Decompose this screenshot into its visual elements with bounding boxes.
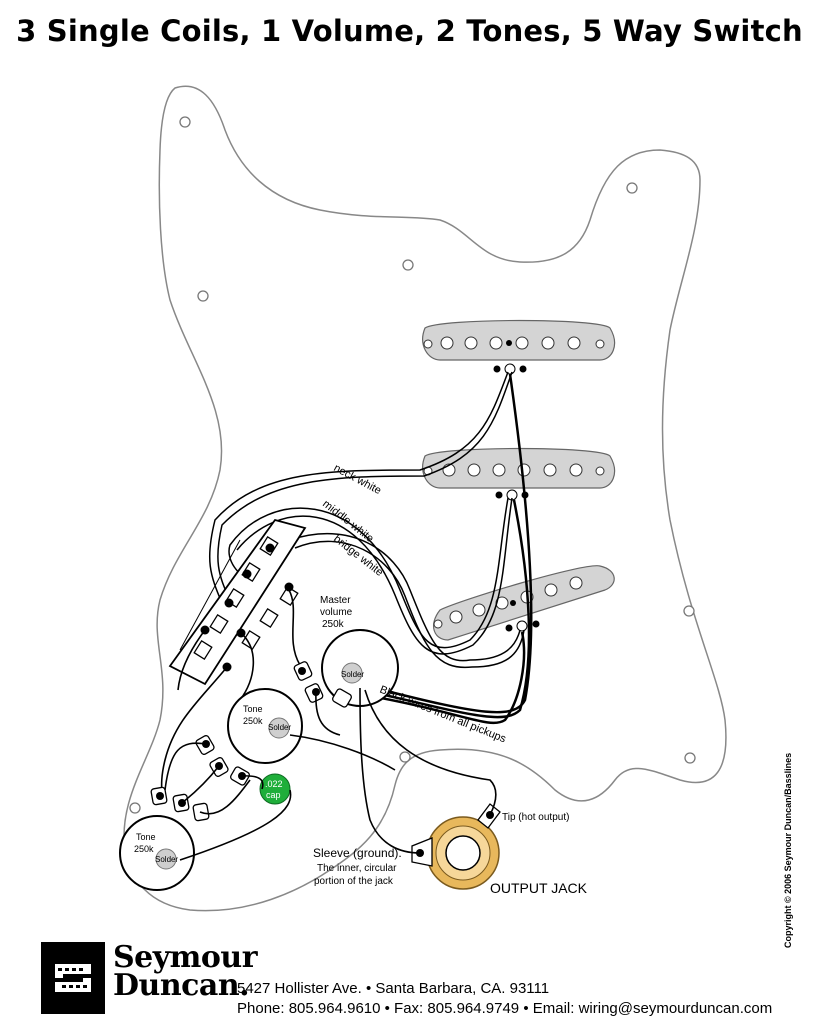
master-volume-label-3: 250k bbox=[322, 619, 345, 630]
pickguard-outline bbox=[123, 85, 727, 912]
tone1-solder-label: Solder bbox=[268, 723, 291, 732]
tone-pot-2 bbox=[119, 786, 210, 891]
tone2-solder-label: Solder bbox=[155, 855, 178, 864]
sleeve-label-3: portion of the jack bbox=[314, 876, 394, 887]
screw-hole bbox=[683, 605, 695, 617]
screw-hole bbox=[179, 116, 191, 128]
pickup-bridge bbox=[432, 565, 615, 641]
tip-label: Tip (hot output) bbox=[502, 812, 569, 823]
diagram-title: 3 Single Coils, 1 Volume, 2 Tones, 5 Way… bbox=[16, 14, 803, 48]
five-way-switch bbox=[168, 518, 307, 686]
tone1-label-1: Tone bbox=[243, 704, 263, 714]
tone-capacitor bbox=[259, 773, 291, 805]
output-jack-label: OUTPUT JACK bbox=[490, 880, 588, 896]
sleeve-label-2: The inner, circular bbox=[317, 863, 397, 874]
master-volume-label-2: volume bbox=[320, 607, 353, 618]
contact-line[interactable]: Phone: 805.964.9610 • Fax: 805.964.9749 … bbox=[237, 1000, 773, 1017]
brand-name-line1: Seymour bbox=[113, 940, 258, 975]
pot-wires bbox=[164, 687, 497, 861]
copyright-text: Copyright © 2006 Seymour Duncan/Bassline… bbox=[783, 752, 793, 948]
s-logo-icon bbox=[49, 954, 97, 1002]
screw-hole bbox=[197, 290, 209, 302]
screw-holes bbox=[129, 116, 696, 814]
sleeve-label-1: Sleeve (ground). bbox=[313, 846, 402, 860]
brand-name-line2: Duncan. bbox=[113, 968, 250, 1003]
address-line: 5427 Hollister Ave. • Santa Barbara, CA.… bbox=[237, 980, 550, 997]
tone2-label-1: Tone bbox=[136, 832, 156, 842]
output-jack bbox=[411, 803, 501, 890]
screw-hole bbox=[399, 751, 411, 763]
black-wires bbox=[369, 373, 533, 725]
master-solder-label: Solder bbox=[341, 670, 364, 679]
cap-label-2: cap bbox=[266, 790, 281, 800]
screw-hole bbox=[684, 752, 696, 764]
cap-label-1: .022 bbox=[265, 779, 283, 789]
tone2-label-2: 250k bbox=[134, 844, 154, 854]
screw-hole bbox=[129, 802, 141, 814]
seymour-duncan-logo bbox=[41, 942, 105, 1014]
white-wires bbox=[208, 371, 525, 669]
pickup-neck bbox=[422, 319, 615, 375]
master-volume-pot bbox=[293, 629, 399, 708]
tone1-label-2: 250k bbox=[243, 716, 263, 726]
master-volume-label-1: Master bbox=[320, 595, 351, 606]
screw-hole bbox=[402, 259, 414, 271]
screw-hole bbox=[626, 182, 638, 194]
